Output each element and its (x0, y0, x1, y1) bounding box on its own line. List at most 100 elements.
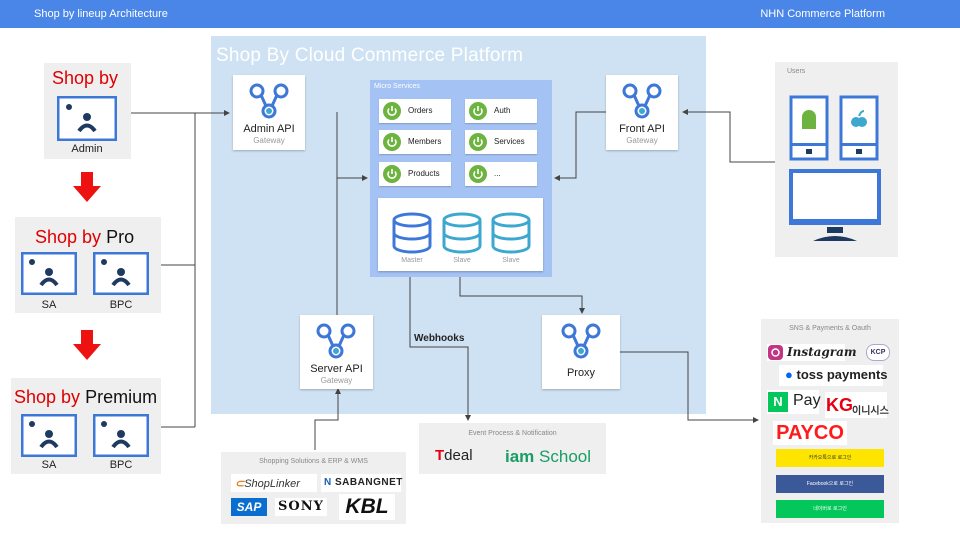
ms-item-more: ... (465, 162, 537, 186)
inicis-text: 이니시스 (852, 406, 889, 417)
proxy-label: Proxy (566, 367, 596, 379)
shopby-card: Shop by Admin (44, 63, 131, 159)
kakao-login-button[interactable]: 카카오톡으로 로그인 (776, 449, 884, 467)
premium-bpc-label: BPC (109, 459, 133, 471)
npay-text: Pay (793, 392, 821, 409)
front-api-label: Front API (619, 123, 665, 135)
shopby-brand: Shop by (52, 68, 119, 88)
users-title: Users (787, 68, 806, 75)
database-box: Master Slave Slave (378, 198, 543, 271)
server-api-sub: Gateway (320, 376, 353, 385)
payco-logo: PAYCO (773, 421, 847, 445)
pro-brand: Shop by (35, 227, 102, 247)
admin-api-sub: Gateway (253, 136, 285, 145)
arrow-down-2 (73, 330, 101, 360)
ms-item-auth: Auth (465, 99, 537, 123)
arrow-down-1 (73, 172, 101, 202)
header-right-title: NHN Commerce Platform (760, 8, 885, 20)
ms-item-services: Services (465, 130, 537, 154)
platform-title: Shop By Cloud Commerce Platform (216, 45, 524, 66)
ms-item-label: Products (408, 169, 440, 178)
gateway-icon (249, 83, 289, 119)
sabangnet-icon: N (324, 477, 332, 488)
database-icon (392, 212, 432, 254)
server-api-node: Server API Gateway (300, 315, 373, 389)
pro-title: Shop by Pro (35, 227, 134, 248)
pro-sa-label: SA (41, 299, 57, 311)
instagram-text: Instagram (787, 345, 857, 359)
shoplinker-icon: ⊂ (235, 478, 245, 490)
database-icon (442, 212, 482, 254)
admin-api-node: Admin API Gateway (233, 75, 305, 150)
spring-power-icon (383, 102, 401, 120)
instagram-logo: Instagram (767, 344, 857, 361)
ms-item-label: Auth (494, 106, 511, 115)
users-card: Users (775, 62, 898, 257)
shopping-title: Shopping Solutions & ERP & WMS (259, 458, 368, 465)
pro-sa-screen-icon (21, 252, 77, 295)
shoplinker-logo: ⊂ShopLinker (231, 474, 317, 492)
db-master-label: Master (401, 257, 423, 264)
header-bar: Shop by lineup Architecture NHN Commerce… (0, 0, 960, 28)
premium-brand: Shop by (14, 387, 81, 407)
tdeal-t-icon: T (435, 447, 445, 464)
apple-phone-icon (839, 95, 879, 161)
webhooks-label: Webhooks (414, 333, 465, 344)
spring-power-icon (383, 165, 401, 183)
premium-sa-screen-icon (21, 414, 77, 457)
ms-item-label: Members (408, 137, 442, 146)
iam-text: iam (505, 447, 535, 466)
ms-item-orders: Orders (379, 99, 451, 123)
admin-screen-icon (57, 96, 117, 141)
ms-item-label: Orders (408, 106, 433, 115)
sns-title: SNS & Payments & Oauth (789, 325, 871, 332)
toss-text: toss payments (796, 367, 888, 382)
server-api-label: Server API (310, 363, 363, 375)
header-left-title: Shop by lineup Architecture (34, 8, 168, 20)
premium-card: Shop by Premium SA BPC (11, 378, 161, 474)
premium-bpc-screen-icon (93, 414, 149, 457)
toss-dot-icon: ● (785, 367, 793, 382)
spring-power-icon (469, 165, 487, 183)
android-phone-icon (789, 95, 829, 161)
pro-suffix: Pro (106, 227, 135, 247)
premium-suffix: Premium (85, 387, 158, 407)
gateway-icon (622, 83, 662, 119)
event-card: Event Process & Notification Tdeal iam S… (419, 423, 606, 474)
kbl-logo: KBL (339, 494, 395, 520)
naver-login-button[interactable]: 네이버로 로그인 (776, 500, 884, 518)
ms-item-members: Members (379, 130, 451, 154)
premium-title: Shop by Premium (14, 387, 157, 408)
gateway-icon (561, 323, 601, 359)
naver-n-icon: N (768, 392, 788, 412)
shopping-card: Shopping Solutions & ERP & WMS ⊂ShopLink… (221, 452, 406, 524)
database-icon (491, 212, 531, 254)
sony-logo: SONY (275, 498, 327, 516)
proxy-node: Proxy (542, 315, 620, 389)
event-title: Event Process & Notification (468, 430, 557, 437)
ms-item-label: ... (494, 169, 501, 178)
facebook-login-button[interactable]: Facebook으로 로그인 (776, 475, 884, 493)
pro-bpc-screen-icon (93, 252, 149, 295)
admin-label: Admin (71, 143, 103, 155)
front-api-sub: Gateway (626, 136, 658, 145)
tdeal-logo: Tdeal (435, 447, 473, 464)
shoplinker-text: ShopLinker (244, 478, 300, 490)
toss-logo: ● toss payments (779, 365, 888, 386)
spring-power-icon (469, 133, 487, 151)
npay-logo: N Pay (767, 390, 821, 414)
instagram-icon (768, 345, 783, 360)
front-api-node: Front API Gateway (606, 75, 678, 150)
admin-api-label: Admin API (243, 123, 295, 135)
spring-power-icon (469, 102, 487, 120)
sabangnet-logo: N SABANGNET (321, 474, 402, 492)
desktop-icon (789, 169, 881, 241)
ms-item-label: Services (494, 137, 525, 146)
db-slave-label: Slave (453, 257, 471, 264)
spring-power-icon (383, 133, 401, 151)
ms-item-products: Products (379, 162, 451, 186)
pro-card: Shop by Pro SA BPC (15, 217, 161, 313)
sns-card: SNS & Payments & Oauth Instagram KCP ● t… (761, 319, 899, 523)
kg-inicis-logo: KG 이니시스 (825, 392, 889, 418)
db-slave-label: Slave (502, 257, 520, 264)
